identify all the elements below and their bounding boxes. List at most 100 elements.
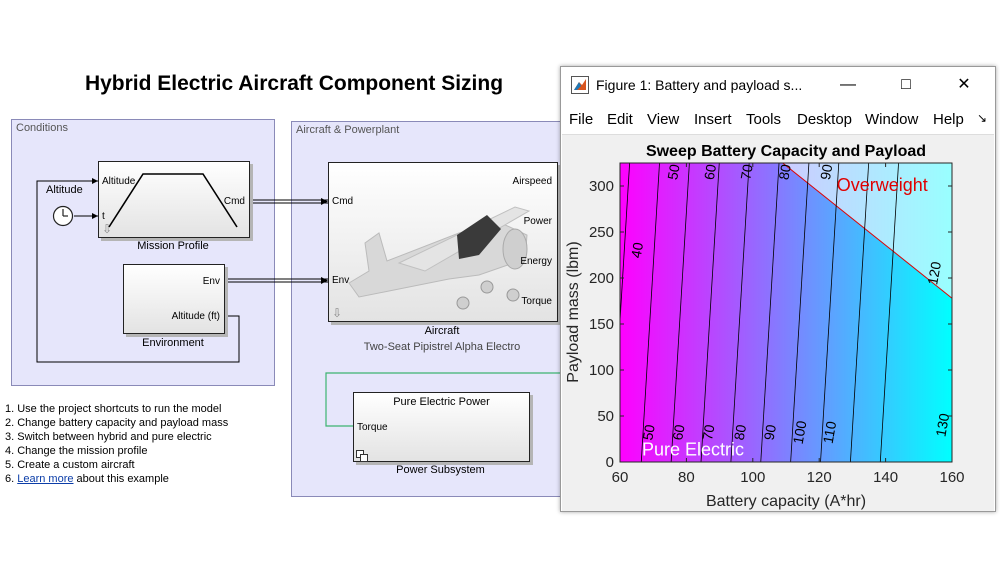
contour-label: 80 <box>731 423 749 441</box>
aircraft-port-energy: Energy <box>520 256 552 267</box>
contour-line <box>640 163 660 462</box>
minimize-button[interactable]: — <box>840 76 856 93</box>
close-button[interactable]: ✕ <box>957 76 971 93</box>
contour-label: 50 <box>639 423 657 441</box>
contour-line <box>730 163 750 462</box>
subsystem-icon <box>356 449 368 462</box>
environment-port-altitude: Altitude (ft) <box>171 311 220 322</box>
aircraft-port-power: Power <box>523 216 552 227</box>
y-tick-label: 300 <box>589 178 614 195</box>
conditions-area-label: Conditions <box>16 122 68 134</box>
instruction-prefix: 6. <box>5 473 18 485</box>
power-subsystem-name: Power Subsystem <box>396 464 485 476</box>
power-subsystem-block[interactable]: Pure Electric Power Torque <box>353 392 530 462</box>
contour-line <box>670 163 690 462</box>
contour-label: 100 <box>790 419 810 445</box>
aircraft-block[interactable]: Cmd Env Airspeed Power Energy Torque ⇩ <box>328 162 558 322</box>
x-tick-label: 100 <box>740 469 765 486</box>
contour-line <box>700 163 720 462</box>
menu-view[interactable]: View <box>647 111 680 128</box>
contour-line <box>879 163 899 462</box>
y-tick-label: 0 <box>606 454 614 471</box>
y-tick-label: 200 <box>589 270 614 287</box>
contour-label: 110 <box>820 420 840 445</box>
mission-profile-port-altitude: Altitude <box>102 176 136 187</box>
figure-title: Figure 1: Battery and payload s... <box>596 77 803 93</box>
x-tick-label: 160 <box>939 469 964 486</box>
y-axis-label: Payload mass (lbm) <box>565 241 582 382</box>
contour-line <box>850 163 870 462</box>
contour-label: 70 <box>699 423 717 441</box>
contour-label: 60 <box>669 423 687 441</box>
y-tick-label: 50 <box>597 408 614 425</box>
aircraft-icon <box>348 206 531 310</box>
figure-menubar: File Edit View Insert Tools Desktop Wind… <box>561 107 995 133</box>
menu-desktop[interactable]: Desktop <box>797 111 853 128</box>
contour-line <box>760 163 780 462</box>
region-label: Overweight <box>837 175 928 195</box>
contour-line <box>790 163 810 462</box>
contour-label: 50 <box>664 163 682 181</box>
instruction-item: 5. Create a custom aircraft <box>5 459 135 471</box>
mission-profile-port-cmd: Cmd <box>223 196 245 207</box>
x-axis-label: Battery capacity (A*hr) <box>706 493 866 510</box>
environment-name: Environment <box>142 337 204 349</box>
contour-label: 70 <box>737 163 755 181</box>
instruction-suffix: about this example <box>73 473 169 485</box>
menu-help[interactable]: Help <box>933 111 964 128</box>
power-subsystem-header: Pure Electric Power <box>393 396 490 408</box>
chart-title: Sweep Battery Capacity and Payload <box>646 143 926 160</box>
power-subsystem-port-torque: Torque <box>357 422 388 433</box>
instruction-item: 4. Change the mission profile <box>5 445 148 457</box>
contour-label: 40 <box>628 241 646 259</box>
contour-label: 120 <box>924 260 944 286</box>
instructions-list: 1. Use the project shortcuts to run the … <box>5 402 228 486</box>
instruction-item: 6. Learn more about this example <box>5 472 228 486</box>
x-tick-label: 120 <box>807 469 832 486</box>
aircraft-port-cmd: Cmd <box>332 196 354 207</box>
instruction-item: 1. Use the project shortcuts to run the … <box>5 403 222 415</box>
mission-profile-port-t: t <box>102 211 105 222</box>
y-tick-label: 150 <box>589 316 614 333</box>
aircraft-port-airspeed: Airspeed <box>512 176 552 187</box>
menu-insert[interactable]: Insert <box>694 111 732 128</box>
aircraft-area-label: Aircraft & Powerplant <box>296 124 400 136</box>
dock-arrow-icon[interactable]: ↘ <box>977 111 988 125</box>
menu-window[interactable]: Window <box>865 111 919 128</box>
contour-label: 90 <box>761 423 779 441</box>
clock-block[interactable] <box>52 205 74 227</box>
instruction-item: 3. Switch between hybrid and pure electr… <box>5 431 212 443</box>
environment-block[interactable]: Env Altitude (ft) <box>123 264 225 334</box>
learn-more-link[interactable]: Learn more <box>17 473 74 485</box>
clock-icon <box>52 205 74 227</box>
menu-edit[interactable]: Edit <box>607 111 633 128</box>
y-tick-label: 250 <box>589 224 614 241</box>
menu-file[interactable]: File <box>569 111 594 128</box>
aircraft-name: Aircraft <box>424 325 460 337</box>
model-title: Hybrid Electric Aircraft Component Sizin… <box>84 72 504 95</box>
region-label: Pure Electric <box>642 440 744 460</box>
mission-profile-block[interactable]: Altitude t Cmd ⇩ <box>98 161 250 238</box>
figure-titlebar[interactable]: Figure 1: Battery and payload s... — □ ✕ <box>561 67 995 103</box>
instruction-item: 2. Change battery capacity and payload m… <box>5 417 229 429</box>
contour-chart: Sweep Battery Capacity and Payload 40 50 6… <box>565 143 965 510</box>
overweight-boundary <box>782 163 952 299</box>
mission-profile-name: Mission Profile <box>137 240 209 252</box>
down-arrow-icon: ⇩ <box>102 222 113 236</box>
plot-frame <box>619 162 953 463</box>
x-tick-label: 60 <box>612 469 629 486</box>
aircraft-port-env: Env <box>332 275 350 286</box>
contour-line <box>820 163 840 462</box>
mission-profile-graph <box>108 173 238 228</box>
contour-label: 60 <box>701 163 719 181</box>
y-tick-label: 100 <box>589 362 614 379</box>
menu-tools[interactable]: Tools <box>746 111 782 128</box>
contour-label: 80 <box>775 163 793 181</box>
x-tick-label: 140 <box>873 469 898 486</box>
environment-port-env: Env <box>202 276 220 287</box>
matlab-logo-icon <box>571 76 589 94</box>
down-arrow-icon: ⇩ <box>332 306 343 320</box>
aircraft-port-torque: Torque <box>521 296 552 307</box>
maximize-button[interactable]: □ <box>901 76 911 93</box>
